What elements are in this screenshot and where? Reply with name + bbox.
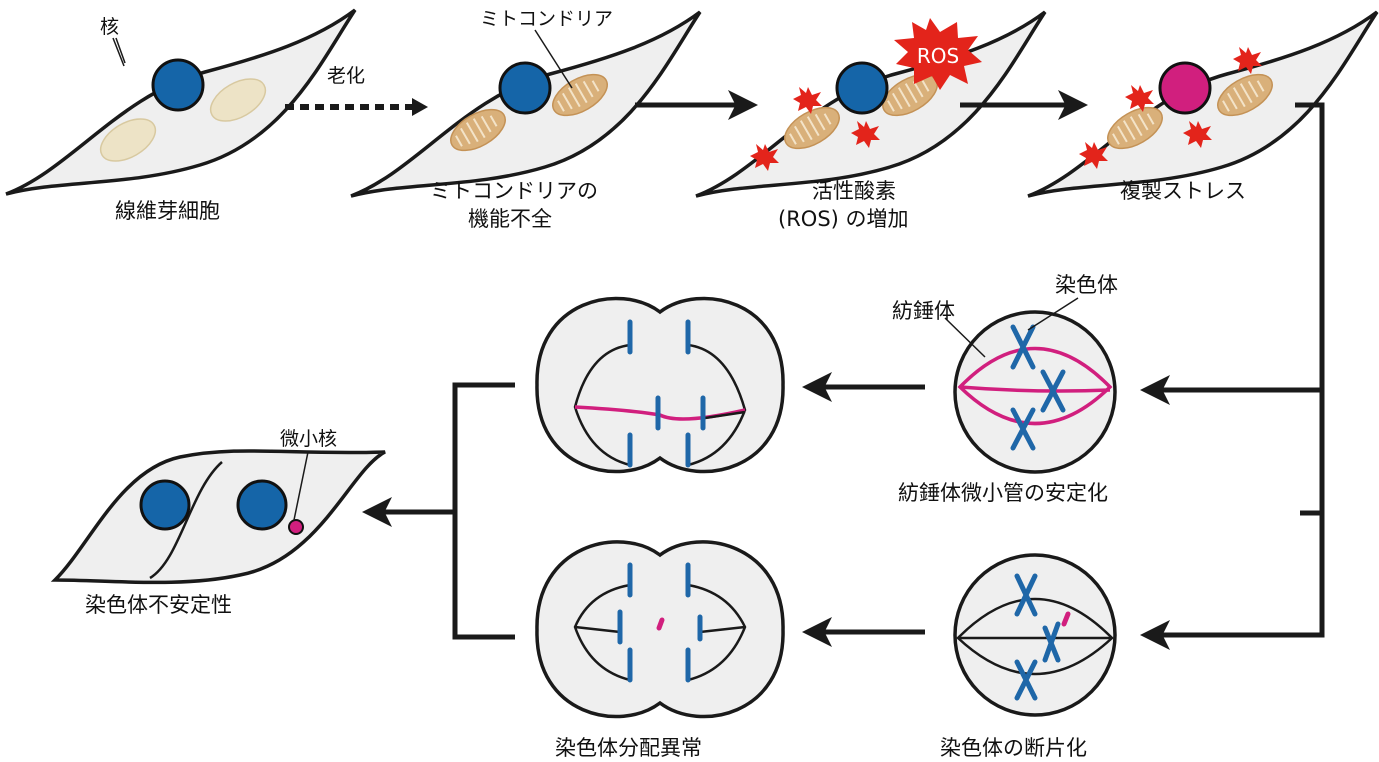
chromosome-instability-label: 染色体不安定性: [85, 593, 232, 617]
dividing-cell-missegregation: [535, 540, 785, 719]
step-label-mito-dysfunction-2: 機能不全: [468, 207, 552, 231]
nucleus: [498, 61, 552, 115]
chromosome-icon: [1040, 369, 1066, 413]
nucleus: [151, 58, 205, 112]
nucleus: [139, 479, 191, 531]
spindle-label: 紡錘体: [892, 299, 955, 323]
chromosome-fragment: [656, 617, 665, 631]
nucleus: [835, 61, 889, 115]
step-label-mito-dysfunction-1: ミトコンドリアの: [430, 179, 598, 203]
bracket-arrow: [1140, 102, 1325, 650]
chromosome-fragmentation-cell: [953, 553, 1117, 717]
healthy-mitochondrion: [99, 118, 157, 162]
chromosome-icon: [1042, 621, 1061, 663]
mitochondria-label: ミトコンドリア: [480, 8, 613, 30]
step-label-ros-2: (ROS) の増加: [778, 207, 909, 231]
micronucleus: [288, 519, 304, 535]
stressed-nucleus: [1158, 61, 1212, 115]
step-label-fibroblast: 線維芽細胞: [115, 199, 220, 223]
dividing-cell-lagging: [535, 296, 785, 474]
nucleus: [236, 479, 288, 531]
aging-label: 老化: [327, 65, 365, 87]
chromosome-icon: [617, 562, 703, 683]
fragmentation-label: 染色体の断片化: [940, 736, 1087, 760]
ros-large-burst-icon: [894, 18, 982, 90]
nucleus-label: 核: [100, 16, 119, 38]
spindle-stabilization-cell: [944, 297, 1117, 474]
healthy-mitochondrion: [209, 78, 267, 122]
chromosome-icon: [1010, 324, 1036, 370]
spindle-stabilization-label: 紡錘体微小管の安定化: [898, 481, 1108, 505]
chromosome-fragment: [1061, 611, 1071, 627]
ros-burst-label: ROS: [917, 44, 959, 68]
step-label-replication-stress: 複製ストレス: [1120, 179, 1246, 203]
bracket: [452, 382, 515, 640]
daughter-cells: [50, 449, 386, 585]
fibroblast-cell: 核 線維芽細胞: [4, 8, 357, 223]
step-label-ros-1: 活性酸素: [812, 179, 896, 203]
chromosome-icon: [1014, 659, 1038, 701]
chromosome-icon: [1014, 573, 1038, 617]
chromosome-icon: [627, 319, 706, 468]
micronucleus-label: 微小核: [280, 428, 337, 450]
chromosome-icon: [1010, 407, 1036, 451]
missegregation-label: 染色体分配異常: [555, 736, 702, 760]
chromosome-label: 染色体: [1055, 273, 1118, 297]
